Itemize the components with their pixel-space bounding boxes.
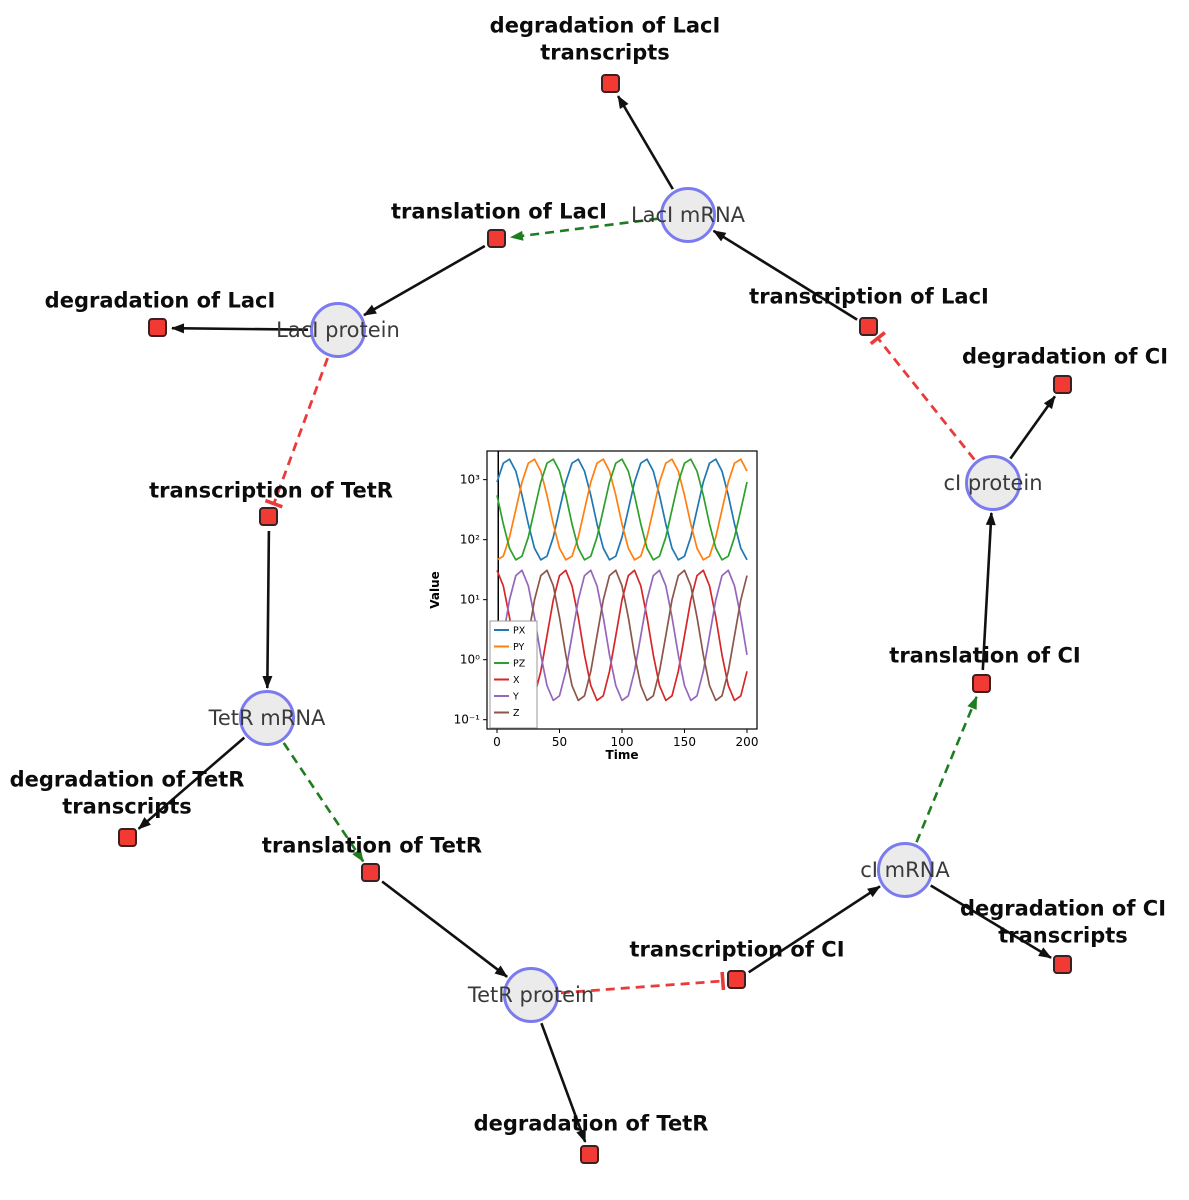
species-node-ci-protein[interactable] [965,455,1021,511]
reaction-node-translation-laci[interactable] [487,229,506,248]
edge-tetr-protein-to-degradation [540,1022,587,1143]
reaction-node-transcription-laci[interactable] [859,317,878,336]
species-node-tetr-mrna[interactable] [239,690,295,746]
edge-translation-to-ci-protein [981,512,996,671]
x-tick-label: 100 [611,735,634,749]
y-tick-label: 10² [460,533,480,547]
y-tick-label: 10¹ [460,593,480,607]
reaction-node-translation-ci[interactable] [972,674,991,693]
edge-ci-protein-to-degradation [1009,395,1056,460]
series-PX [496,458,748,561]
reaction-label-transcription-tetr: transcription of TetR [149,478,393,503]
reaction-label-transcription-ci: transcription of CI [629,937,845,962]
legend-label-Y: Y [512,692,519,703]
reaction-label-degradation-ci: degradation of CI [961,344,1169,369]
species-label-tetr-protein: TetR protein [467,983,595,1007]
y-tick-label: 10⁰ [460,653,480,667]
reaction-node-transcription-tetr[interactable] [259,507,278,526]
species-label-tetr-mrna: TetR mRNA [208,706,326,730]
edge-tetr-protein-inhibits-transcription-ci [560,971,726,995]
reaction-label-degradation-tetr: degradation of TetR [473,1111,709,1136]
legend-box [489,620,538,729]
series-Z [496,569,748,702]
series-PZ [496,458,748,561]
reaction-node-degradation-tetr[interactable] [580,1145,599,1164]
x-tick-label: 200 [736,735,759,749]
reaction-label-translation-laci: translation of LacI [391,199,607,224]
edge-ci-protein-inhibits-transcription-laci [869,331,976,461]
series-X [496,569,748,702]
reaction-label-degradation-laci: degradation of LacI [44,288,276,313]
edge-transcription-laci-to-laci-mrna [712,229,858,321]
x-axis-label: Time [606,748,639,761]
reaction-label-deg-laci-transcripts: degradation of LacI transcripts [489,13,721,65]
edge-translation-to-laci-protein [363,244,486,317]
species-label-ci-protein: cI protein [943,471,1043,495]
species-label-laci-protein: LacI protein [276,318,400,342]
edge-ci-mrna-to-translation [915,695,978,843]
reaction-label-deg-tetr-transcripts: degradation of TetR transcripts [9,767,245,819]
reaction-node-degradation-ci[interactable] [1053,375,1072,394]
edge-laci-protein-inhibits-transcription-tetr [264,357,329,509]
legend-label-Z: Z [513,708,520,719]
species-node-ci-mrna[interactable] [877,842,933,898]
species-node-tetr-protein[interactable] [503,967,559,1023]
legend-label-PX: PX [513,626,526,637]
reaction-label-deg-ci-transcripts: degradation of CI transcripts [959,896,1167,948]
y-tick-label: 10³ [460,473,480,487]
x-tick-label: 150 [673,735,696,749]
edge-laci-mrna-to-deg-transcripts [616,95,674,190]
x-tick-label: 0 [493,735,501,749]
species-label-ci-mrna: cI mRNA [860,858,950,882]
reaction-node-deg-tetr-transcripts[interactable] [118,828,137,847]
species-label-laci-mrna: LacI mRNA [630,203,746,227]
species-node-laci-mrna[interactable] [660,187,716,243]
edge-tetr-mrna-to-deg-transcripts [137,736,246,830]
edge-translation-to-tetr-protein [381,880,508,978]
legend-label-PZ: PZ [513,659,526,670]
species-node-laci-protein[interactable] [310,302,366,358]
reaction-label-translation-ci: translation of CI [889,643,1081,668]
y-axis-label: Value [428,571,442,609]
series-Y [496,569,748,702]
edge-transcription-ci-to-ci-mrna [747,885,881,974]
series-PY [496,458,748,561]
edge-transcription-tetr-to-tetr-mrna [262,530,273,689]
reaction-label-transcription-laci: transcription of LacI [749,284,989,309]
legend-label-X: X [513,675,520,686]
edge-tetr-mrna-to-translation [282,742,365,863]
reaction-label-translation-tetr: translation of TetR [261,833,483,858]
reaction-node-transcription-ci[interactable] [727,970,746,989]
reaction-node-deg-laci-transcripts[interactable] [601,74,620,93]
legend-label-PY: PY [513,642,525,653]
edge-laci-mrna-to-translation [509,217,659,241]
reaction-node-translation-tetr[interactable] [361,863,380,882]
edge-laci-protein-to-degradation [171,323,309,334]
y-tick-label: 10⁻¹ [454,713,481,727]
reaction-node-deg-ci-transcripts[interactable] [1053,955,1072,974]
edge-ci-mrna-to-deg-transcripts [930,884,1052,959]
x-tick-label: 50 [552,735,567,749]
reaction-node-degradation-laci[interactable] [148,318,167,337]
